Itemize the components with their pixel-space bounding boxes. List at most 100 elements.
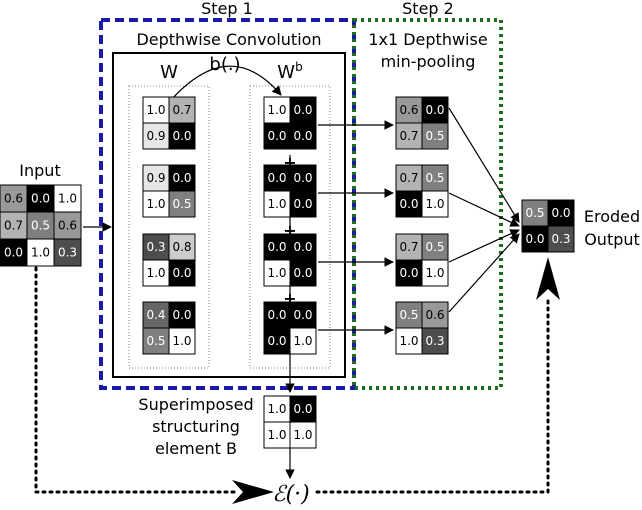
matrix-value: 0.5 (425, 129, 444, 143)
step1-box (99, 18, 356, 390)
erosion-operator: ℰ(·) (272, 482, 309, 507)
matrix-value: 1.0 (31, 246, 50, 260)
matrix-value: 0.7 (399, 171, 418, 185)
matrix-value: 1.0 (425, 266, 444, 280)
matrix-cell (395, 327, 423, 355)
matrix-value: 0.0 (293, 266, 312, 280)
matrix-cell (168, 122, 196, 150)
dotted-paths (34, 266, 550, 494)
matrix-value: 0.0 (425, 103, 444, 117)
min-pool-label-line1: 1x1 Depthwise (368, 30, 487, 49)
matrix-value: 0.3 (425, 334, 444, 348)
matrix-value: 0.0 (267, 240, 286, 254)
matrix-cell (289, 233, 317, 261)
depthwise-conv-box (112, 52, 346, 378)
matrix-value: 0.0 (172, 308, 191, 322)
matrix-cell (547, 199, 575, 227)
matrix-value: 0.0 (293, 197, 312, 211)
matrix-cell (0, 211, 28, 240)
matrix-value: 0.5 (525, 206, 544, 220)
matrix-value: 1.0 (172, 334, 191, 348)
matrix-cell (395, 164, 423, 192)
wb-label: Wb (277, 60, 302, 83)
input-to-op-path (34, 266, 238, 494)
matrix-value: 0.9 (146, 171, 165, 185)
w-label: W (160, 62, 178, 83)
step2-box (352, 18, 503, 390)
matrix-cell (263, 259, 291, 287)
matrix-cell (263, 96, 291, 124)
matrix-value: 0.5 (172, 197, 191, 211)
matrix-value: 0.6 (58, 219, 77, 233)
matrix-value: 1.0 (267, 197, 286, 211)
matrix-cell (395, 122, 423, 150)
matrix-cell (142, 190, 170, 218)
matrix-cell (0, 238, 28, 267)
matrix-value: 0.6 (4, 192, 23, 206)
superimposed-label-line2: structuring (152, 417, 240, 436)
matrix-value: 1.0 (399, 334, 418, 348)
wb-kernel: 0.0 0.0 1.0 0.0 (263, 164, 317, 218)
matrix-value: 1.0 (293, 428, 312, 442)
matrix-cell (168, 233, 196, 261)
matrix-value: 0.0 (293, 171, 312, 185)
matrix-cell (521, 199, 549, 227)
s2c-arrow (448, 229, 520, 263)
matrix-value: 0.0 (525, 232, 544, 246)
matrix-cell (547, 225, 575, 253)
superimposed-label-line3: element B (155, 439, 237, 458)
matrix-cell (395, 233, 423, 261)
matrix-value: 1.0 (58, 192, 77, 206)
step2-label: Step 2 (402, 0, 454, 18)
s2a-arrow (448, 107, 520, 223)
output-big-arrowhead (536, 257, 560, 300)
matrix-cell (421, 190, 449, 218)
matrix-cell (168, 96, 196, 124)
matrix-value: 0.0 (267, 308, 286, 322)
connectors (83, 65, 520, 479)
matrix-value: 0.3 (146, 240, 165, 254)
matrix-value: 0.0 (293, 402, 312, 416)
step1-label: Step 1 (201, 0, 253, 18)
op-to-output-path (315, 298, 550, 494)
input-label: Input (19, 161, 60, 180)
matrix-cell (0, 184, 28, 213)
matrix-cell (421, 122, 449, 150)
matrix-cell (421, 164, 449, 192)
matrix-cell (289, 190, 317, 218)
min-pool-label-line2: min-pooling (381, 52, 476, 71)
matrix-cell (289, 164, 317, 192)
matrix-value: 0.5 (399, 308, 418, 322)
matrix-cell (26, 184, 55, 213)
matrix-value: 0.0 (267, 171, 286, 185)
matrix-value: 0.3 (58, 246, 77, 260)
matrix-value: 0.0 (551, 206, 570, 220)
matrix-value: 0.0 (293, 308, 312, 322)
matrix-cell (168, 259, 196, 287)
matrix-value: 0.0 (4, 246, 23, 260)
matrix-value: 0.7 (172, 103, 191, 117)
matrix-cell (53, 238, 82, 267)
b-func-label: b(.) (209, 54, 240, 75)
matrix-cell (421, 301, 449, 329)
b-arrow (170, 65, 282, 101)
matrix-value: 0.6 (399, 103, 418, 117)
depthwise-conv-label: Depthwise Convolution (136, 30, 321, 49)
matrix-value: 0.0 (293, 240, 312, 254)
matrix-value: 1.0 (267, 103, 286, 117)
matrix-value: 0.5 (146, 334, 165, 348)
matrix-cell (289, 122, 317, 150)
matrix-cell (26, 238, 55, 267)
matrix-cell (395, 190, 423, 218)
matrix-cell (142, 122, 170, 150)
